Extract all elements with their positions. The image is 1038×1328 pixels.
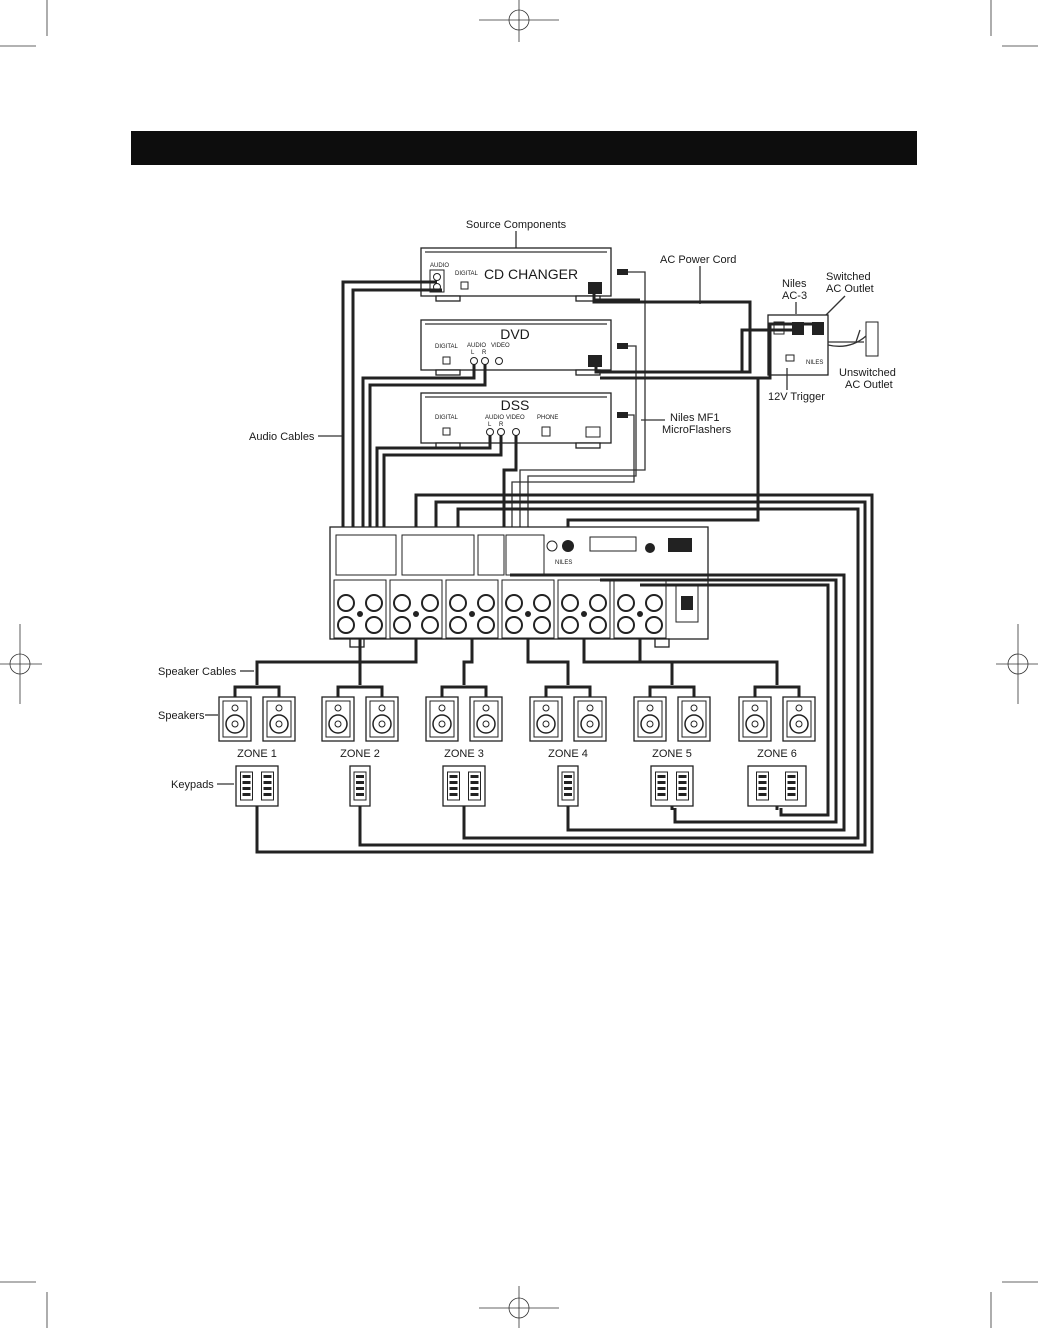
speaker xyxy=(677,696,711,742)
keypad-wires xyxy=(255,493,874,854)
speaker xyxy=(529,696,563,742)
zone-group: ZONE 4 xyxy=(529,685,607,810)
speaker xyxy=(573,696,607,742)
dss-l-label: L xyxy=(488,422,492,428)
cd-changer-name: CD CHANGER xyxy=(484,266,578,282)
cd-changer-unit: CD CHANGER AUDIO DIGITAL xyxy=(420,247,612,302)
source-components-label: Source Components xyxy=(466,219,567,231)
niles-mf1-label-1: Niles MF1 xyxy=(670,412,720,424)
trigger-12v-label: 12V Trigger xyxy=(768,391,825,403)
amplifier-brand: NILES xyxy=(555,560,572,566)
speaker-cable xyxy=(638,638,779,685)
dvd-l-label: L xyxy=(471,350,475,356)
speaker-cable xyxy=(582,638,674,685)
cd-audio-label: AUDIO xyxy=(430,263,449,269)
niles-ac3-label-2: AC-3 xyxy=(782,290,807,302)
speaker-cable xyxy=(526,638,570,685)
zone-label: ZONE 2 xyxy=(340,748,380,760)
switched-outlet-label-2: AC Outlet xyxy=(826,283,874,295)
speaker xyxy=(782,696,816,742)
speaker-cable xyxy=(358,638,418,685)
dvd-name: DVD xyxy=(500,326,530,342)
keypad[interactable] xyxy=(442,765,486,807)
ac3-brand: NILES xyxy=(806,360,823,366)
speaker-cable xyxy=(255,638,362,685)
zone-label: ZONE 1 xyxy=(237,748,277,760)
dvd-unit: DVD DIGITAL AUDIO VIDEO L R xyxy=(420,319,612,376)
speaker xyxy=(738,696,772,742)
dss-unit: DSS DIGITAL AUDIO VIDEO PHONE L R xyxy=(420,392,612,449)
zone-label: ZONE 4 xyxy=(548,748,588,760)
zone-group: ZONE 5 xyxy=(633,685,711,810)
speaker xyxy=(469,696,503,742)
speaker xyxy=(262,696,296,742)
amp-zone-terminal xyxy=(613,579,667,639)
dss-r-label: R xyxy=(499,422,504,428)
header-bar xyxy=(131,131,917,165)
switched-outlet-label-1: Switched xyxy=(826,271,871,283)
ac-power-cord-label: AC Power Cord xyxy=(660,254,736,266)
speaker xyxy=(365,696,399,742)
keypad[interactable] xyxy=(349,765,371,807)
keypad[interactable] xyxy=(235,765,279,807)
zone-group: ZONE 2 xyxy=(321,685,399,810)
amp-zone-terminal xyxy=(333,579,387,639)
keypad[interactable] xyxy=(557,765,579,807)
cd-digital-label: DIGITAL xyxy=(455,271,479,277)
zone-group: ZONE 6 xyxy=(738,685,816,810)
dss-phone-label: PHONE xyxy=(537,415,558,421)
unswitched-outlet-label-1: Unswitched xyxy=(839,367,896,379)
keypad[interactable] xyxy=(650,765,694,807)
unswitched-outlet-label-2: AC Outlet xyxy=(845,379,893,391)
zones-layer: ZONE 1 ZONE 2 ZONE 3 ZONE 4 ZONE 5 ZONE 6 xyxy=(218,638,816,810)
amp-zone-terminal xyxy=(501,579,555,639)
dvd-video-label: VIDEO xyxy=(491,343,510,349)
speaker xyxy=(425,696,459,742)
wall-outlet xyxy=(827,321,879,357)
dvd-audio-label: AUDIO xyxy=(467,343,486,349)
zone-label: ZONE 3 xyxy=(444,748,484,760)
amplifier-zone-terminals xyxy=(333,579,667,639)
speaker-cables-label: Speaker Cables xyxy=(158,666,237,678)
dss-name: DSS xyxy=(501,397,530,413)
speaker xyxy=(218,696,252,742)
niles-ac3-label-1: Niles xyxy=(782,278,807,290)
speaker xyxy=(321,696,355,742)
audio-cables-label: Audio Cables xyxy=(249,431,315,443)
dvd-r-label: R xyxy=(482,350,487,356)
amplifier-unit: NILES xyxy=(329,526,709,648)
keypads-label: Keypads xyxy=(171,779,214,791)
dvd-digital-label: DIGITAL xyxy=(435,344,459,350)
dss-audio-label: AUDIO xyxy=(485,415,504,421)
dss-digital-label: DIGITAL xyxy=(435,415,459,421)
speaker-cable xyxy=(462,638,474,685)
speaker xyxy=(633,696,667,742)
zone-group: ZONE 3 xyxy=(425,685,503,810)
zone-group: ZONE 1 xyxy=(218,685,296,810)
zone-label: ZONE 6 xyxy=(757,748,797,760)
speakers-label: Speakers xyxy=(158,710,205,722)
amp-zone-terminal xyxy=(389,579,443,639)
dss-video-label: VIDEO xyxy=(506,415,525,421)
keypad[interactable] xyxy=(747,765,807,807)
zone-label: ZONE 5 xyxy=(652,748,692,760)
niles-mf1-label-2: MicroFlashers xyxy=(662,424,732,436)
